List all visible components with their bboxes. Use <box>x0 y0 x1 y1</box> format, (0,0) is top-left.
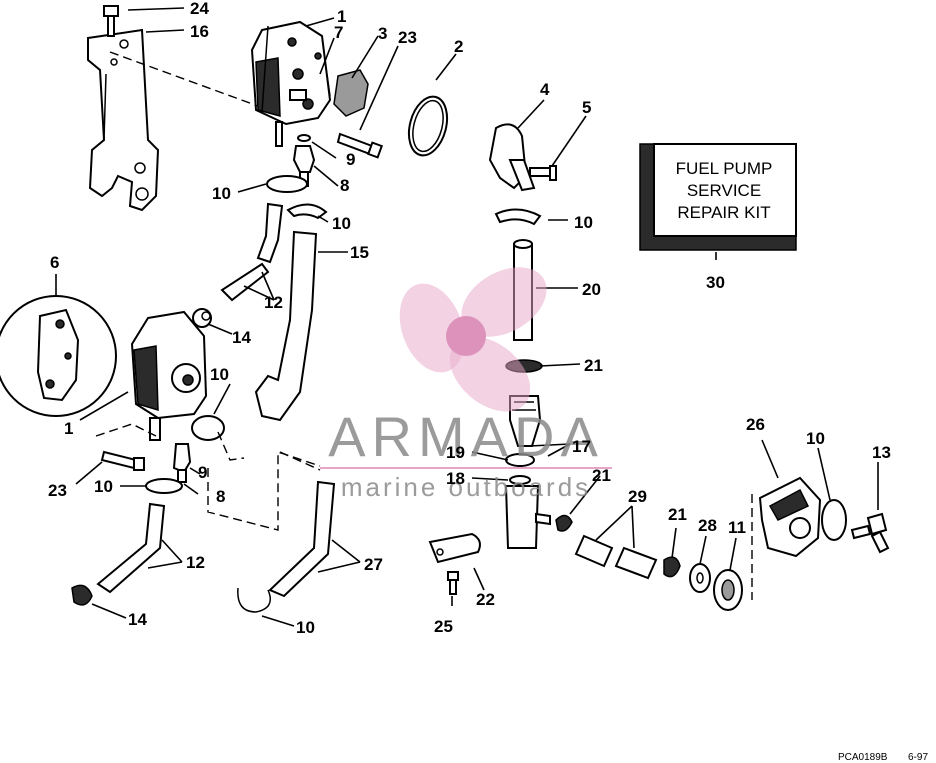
lower-pump-screw <box>100 450 145 471</box>
callout-27: 27 <box>364 555 383 574</box>
upper-pump-gasket <box>325 67 331 97</box>
callout-22: 22 <box>476 590 495 609</box>
callout-10-f: 10 <box>94 477 113 496</box>
callout-9-lower: 9 <box>198 463 207 482</box>
upper-hose-clamp-2 <box>286 203 328 220</box>
callout-3: 3 <box>378 24 387 43</box>
callout-7: 7 <box>334 23 343 42</box>
callout-23-lower: 23 <box>48 481 67 500</box>
callout-4: 4 <box>540 80 550 99</box>
callout-18: 18 <box>446 469 465 488</box>
callout-9-upper: 9 <box>346 150 355 169</box>
upper-pump-diaphragm <box>333 69 369 117</box>
callout-10-d: 10 <box>210 365 229 384</box>
figure-code: PCA0189B <box>838 752 888 763</box>
callout-5: 5 <box>582 98 591 117</box>
upper-fuel-pump <box>250 20 332 147</box>
callouts: 24 16 1 7 3 23 2 4 5 9 8 10 10 10 15 30 … <box>48 0 891 637</box>
connector-hose-b <box>614 546 658 580</box>
watermark-brand: ARMADA <box>328 405 604 468</box>
callout-8-lower: 8 <box>216 487 225 506</box>
callout-13: 13 <box>872 443 891 462</box>
callout-10-c: 10 <box>574 213 593 232</box>
repair-kit-box: FUEL PUMP SERVICE REPAIR KIT <box>639 143 797 251</box>
upper-pump-screw <box>336 132 384 159</box>
upper-washer <box>297 134 311 142</box>
upper-fuel-hose-short <box>220 202 284 302</box>
grommet <box>713 569 743 611</box>
lower-hose-clamp <box>145 478 183 494</box>
lower-hose-clip <box>71 584 93 606</box>
assembly-lines <box>95 51 753 600</box>
callout-17: 17 <box>572 437 591 456</box>
hose-clip-upper <box>192 308 212 328</box>
kit-label-line-1: FUEL PUMP <box>676 159 773 178</box>
pump-clamp-mid <box>191 415 225 441</box>
callout-25: 25 <box>434 617 453 636</box>
callout-15: 15 <box>350 243 369 262</box>
lower-fuel-pump <box>130 310 208 441</box>
callout-24: 24 <box>190 0 209 18</box>
callout-30: 30 <box>706 273 725 292</box>
flat-washer <box>689 563 711 593</box>
middle-hose-clamp <box>237 587 271 613</box>
filter-housing <box>758 476 822 558</box>
callout-26: 26 <box>746 415 765 434</box>
callout-19: 19 <box>446 443 465 462</box>
lower-elbow-fitting <box>172 443 192 483</box>
callout-28: 28 <box>698 516 717 535</box>
callout-20: 20 <box>582 280 601 299</box>
middle-fuel-hose <box>268 480 336 598</box>
long-fuel-hose <box>254 230 318 422</box>
callout-14-lower: 14 <box>128 610 147 629</box>
center-hose-clamp <box>494 208 542 226</box>
callout-1-upper: 1 <box>337 7 346 26</box>
upper-hose-clamp <box>266 175 308 193</box>
kit-label-line-2: SERVICE <box>687 181 761 200</box>
callout-6: 6 <box>50 253 59 272</box>
callout-10-b: 10 <box>332 214 351 233</box>
callout-10-e: 10 <box>806 429 825 448</box>
bracket-bolt <box>103 5 119 37</box>
fuel-filter-bowl <box>504 485 551 549</box>
lower-fuel-hose <box>96 502 166 594</box>
figure-date: 6-97 <box>908 752 928 763</box>
check-valve-screw <box>529 165 557 181</box>
callout-8-upper: 8 <box>340 176 349 195</box>
gasket-detail-circle <box>0 295 117 417</box>
right-hose-clip <box>555 514 573 532</box>
check-valve-cover <box>488 123 536 192</box>
mounting-clip <box>428 532 481 564</box>
callout-10-a: 10 <box>212 184 231 203</box>
housing-clamp <box>821 499 847 541</box>
callout-23-upper: 23 <box>398 28 417 47</box>
callout-29: 29 <box>628 487 647 506</box>
callout-14-upper: 14 <box>232 328 251 347</box>
callout-1-lower: 1 <box>64 419 73 438</box>
callout-10-g: 10 <box>296 618 315 637</box>
callout-12-lower: 12 <box>186 553 205 572</box>
watermark-tagline: marine outboards <box>341 472 591 502</box>
callout-12-upper: 12 <box>264 293 283 312</box>
tee-fitting <box>850 512 890 554</box>
filter-gasket <box>509 475 531 485</box>
callout-21-c: 21 <box>668 505 687 524</box>
callout-2: 2 <box>454 37 463 56</box>
mounting-bracket <box>87 28 160 212</box>
right-hose-clip-2 <box>663 556 681 578</box>
kit-label-line-3: REPAIR KIT <box>677 203 770 222</box>
callout-21-b: 21 <box>592 466 611 485</box>
clip-screw <box>447 571 459 595</box>
connector-hose-a <box>574 534 614 568</box>
o-ring-seal <box>407 95 449 157</box>
callout-11: 11 <box>728 518 746 537</box>
armada-logo-icon <box>399 267 547 412</box>
callout-21-a: 21 <box>584 356 603 375</box>
callout-16: 16 <box>190 22 209 41</box>
